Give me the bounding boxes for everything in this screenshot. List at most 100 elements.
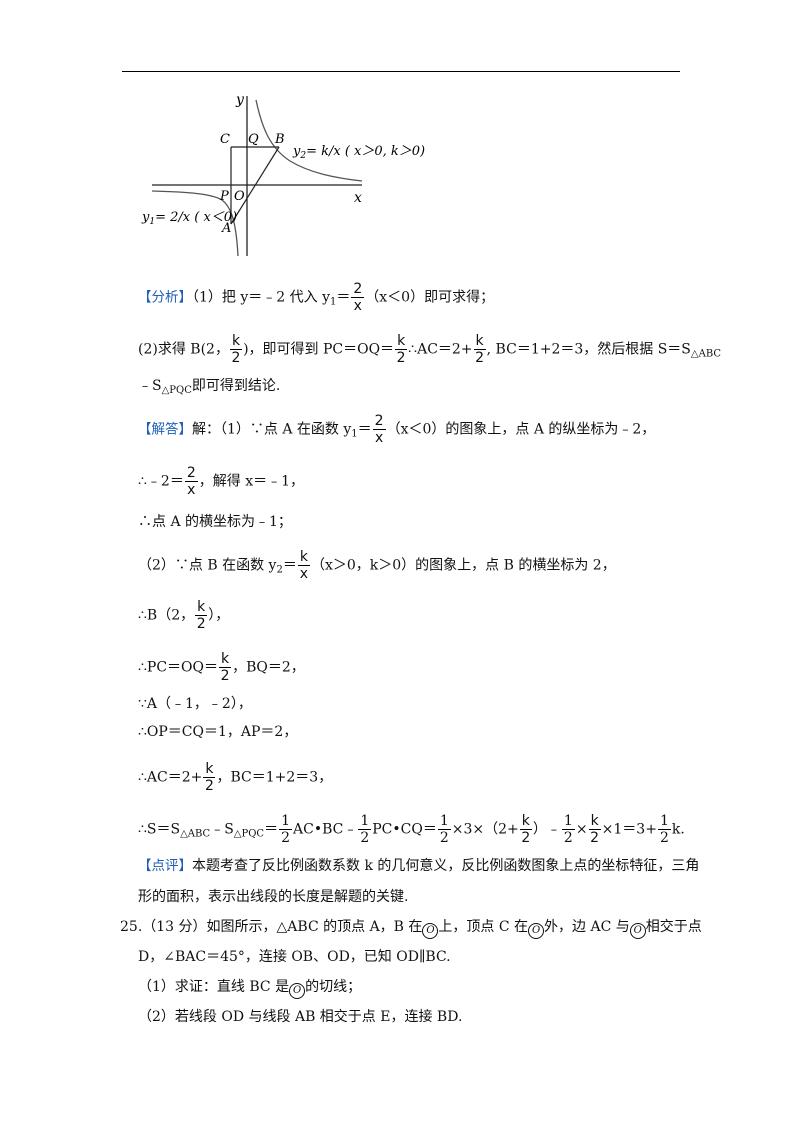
text: （x＜0）即可求得； (365, 289, 495, 306)
denominator: 2 (231, 350, 241, 366)
text: 25.（13 分）如图所示，△ABC 的顶点 A，B 在 (120, 919, 423, 935)
circle-o-symbol: O (528, 923, 545, 939)
subscript: 2 (276, 564, 283, 576)
q25-line-2: D，∠BAC＝45°，连接 OB、OD，已知 OD∥BC. (138, 947, 451, 967)
label-C: C (220, 132, 230, 147)
numerator: k (519, 813, 532, 830)
text: 的切线； (305, 979, 362, 995)
text: （2）若线段 OD 与线段 AB 相交于点 E，连接 BD. (138, 1009, 463, 1025)
text: ∴OP＝CQ＝1，AP＝2， (138, 724, 298, 740)
text: ﹣S (210, 821, 234, 838)
numerator: 2 (351, 281, 365, 298)
curve-y2 (255, 99, 363, 182)
label-y1: y1= 2/x ( x＜0) (141, 210, 237, 227)
circle-o-symbol: O (422, 923, 439, 939)
text: ×1＝3+ (601, 821, 657, 838)
text: ∴B（2， (138, 607, 195, 624)
text: （x＜0）的图象上，点 A 的纵坐标为﹣2， (386, 421, 656, 438)
q25-line-4: （2）若线段 OD 与线段 AB 相交于点 E，连接 BD. (138, 1007, 462, 1027)
text: × (575, 821, 588, 838)
denominator: 2 (521, 830, 531, 846)
text: 相交于点 (645, 919, 702, 935)
label-y-axis: y (235, 92, 245, 108)
comment-tag: 【点评】 (138, 858, 192, 874)
numerator: 1 (437, 813, 451, 830)
subscript: 1 (351, 428, 358, 440)
numerator: k (395, 333, 408, 350)
solution-line-7: ∵A（﹣1，﹣2）， (138, 694, 252, 714)
text: ）﹣ (532, 821, 561, 838)
text: ＝ (357, 421, 372, 438)
text: 即可得到结论. (191, 378, 281, 394)
text: ＝ (264, 821, 279, 838)
numerator: k (195, 599, 208, 616)
numerator: k (473, 333, 486, 350)
denominator: 2 (196, 616, 206, 632)
numerator: 1 (657, 813, 671, 830)
text: （x＞0，k＞0）的图象上，点 B 的横坐标为 2， (310, 557, 616, 574)
subscript: △ABC (180, 828, 211, 840)
circle-o-symbol: O (629, 923, 646, 939)
text: ）， (208, 607, 230, 624)
denominator: 2 (590, 830, 600, 846)
text: （2）∵点 B 在函数 y (138, 557, 277, 574)
numerator: 1 (358, 813, 372, 830)
text: ∴AC＝2+ (408, 341, 473, 358)
text: 上，顶点 C 在 (438, 919, 529, 935)
numerator: 1 (561, 813, 575, 830)
denominator: 2 (475, 350, 485, 366)
text: ∴﹣2＝ (138, 473, 184, 490)
numerator: k (219, 651, 232, 668)
segment-AB (230, 146, 280, 225)
text: （1）把 y＝﹣2 代入 y (192, 289, 330, 306)
text: ∵A（﹣1，﹣2）， (138, 696, 252, 712)
label-A: A (221, 221, 231, 236)
label-y2: y2= k/x ( x＞0, k＞0) (292, 144, 425, 161)
denominator: 2 (396, 350, 406, 366)
numerator: k (229, 333, 243, 350)
denominator: x (299, 566, 309, 582)
subscript: △ABC (690, 348, 722, 360)
denominator: 2 (563, 830, 573, 846)
text: ∴PC＝OQ＝ (138, 659, 218, 676)
numerator: k (203, 761, 216, 778)
text: ∴S＝S (138, 821, 181, 838)
denominator: 2 (659, 830, 669, 846)
subscript: △PQC (161, 385, 192, 396)
text: ＝ (282, 557, 297, 574)
analysis-tag: 【分析】 (138, 289, 192, 306)
text: k. (671, 821, 685, 838)
text: ×3×（2+ (451, 821, 519, 838)
numerator: k (588, 813, 601, 830)
comment-line-2: 形的面积，表示出线段的长度是解题的关键. (138, 887, 408, 907)
hyperbola-figure: y x C Q B P O A y2= k/x ( x＞0, k＞0) y1= … (141, 92, 425, 257)
denominator: x (374, 430, 384, 446)
text: (2)求得 B(2， (138, 341, 229, 358)
denominator: 2 (360, 830, 370, 846)
text: ∴点 A 的横坐标为﹣1； (138, 514, 292, 530)
subscript: 1 (329, 296, 337, 308)
text: ＝ (336, 289, 351, 306)
label-Q: Q (248, 132, 259, 147)
solution-line-3: ∴点 A 的横坐标为﹣1； (138, 512, 292, 532)
curve-y1 (151, 190, 239, 257)
label-O: O (234, 189, 245, 204)
